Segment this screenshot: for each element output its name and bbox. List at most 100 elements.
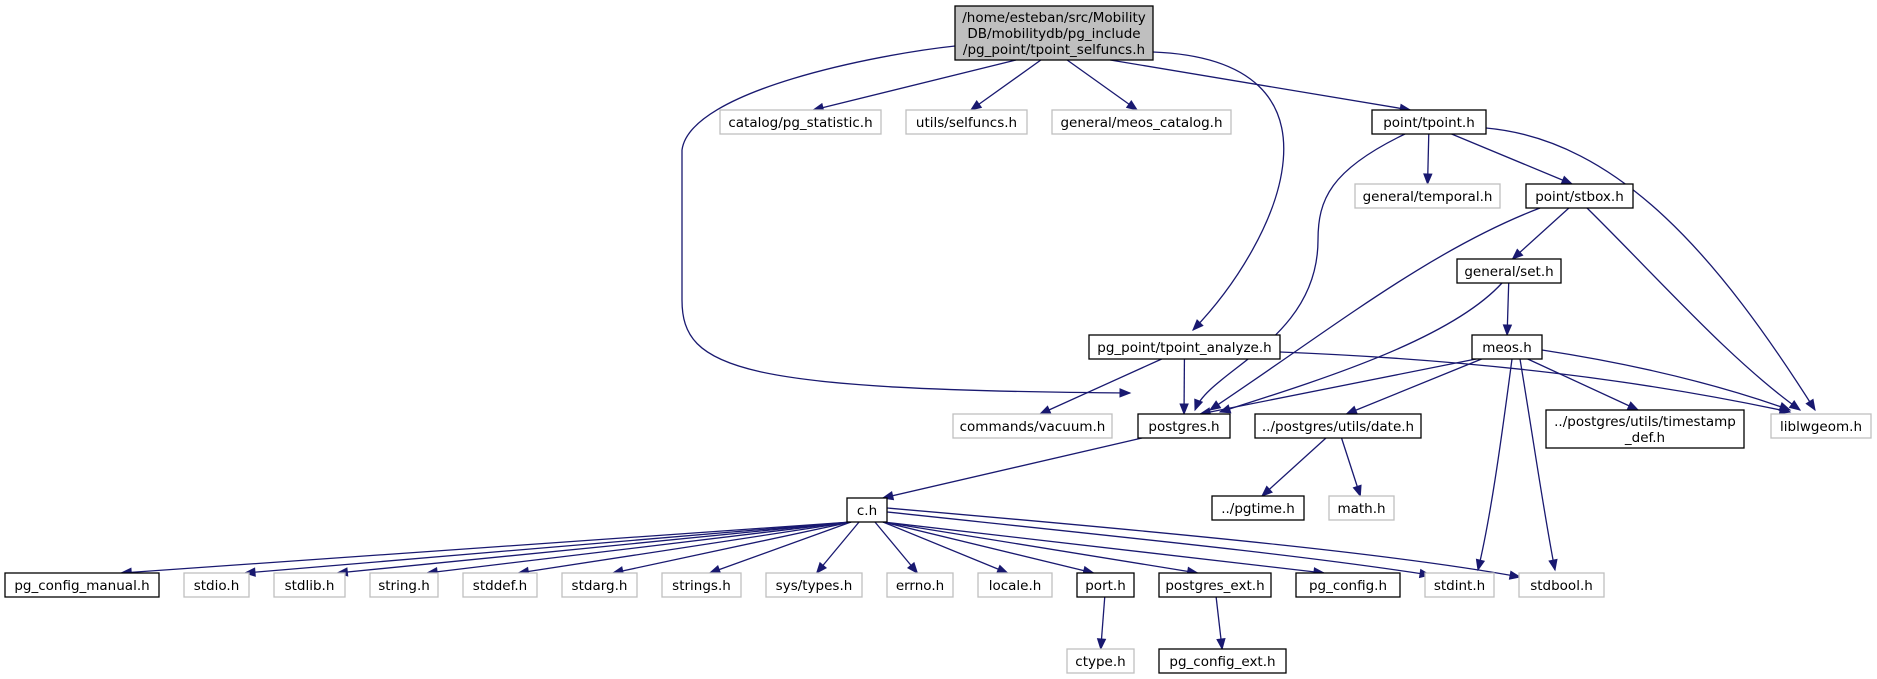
- node-label: ../postgres/utils/timestamp: [1554, 414, 1736, 430]
- edge-c-to-stdlib: [336, 521, 852, 577]
- node-label: stdlib.h: [285, 578, 335, 594]
- node-postgres_ext[interactable]: postgres_ext.h: [1158, 572, 1272, 598]
- node-date[interactable]: ../postgres/utils/date.h: [1254, 413, 1422, 439]
- node-set[interactable]: general/set.h: [1456, 258, 1562, 284]
- node-stddef[interactable]: stddef.h: [462, 572, 538, 598]
- node-box: [1371, 109, 1487, 135]
- node-box: [1051, 109, 1232, 135]
- arrow-head: [1179, 403, 1189, 416]
- node-selfuncs[interactable]: utils/selfuncs.h: [905, 109, 1028, 135]
- edge-line: [337, 521, 852, 574]
- node-box: [1088, 334, 1281, 360]
- edge-meos-to-date: [1345, 358, 1482, 415]
- edge-line: [970, 59, 1042, 111]
- node-label: strings.h: [672, 578, 731, 594]
- node-stdio[interactable]: stdio.h: [183, 572, 250, 598]
- node-label: utils/selfuncs.h: [916, 115, 1017, 131]
- edge-tpoint_analyze-to-vacuum: [1038, 358, 1162, 415]
- node-box: [1158, 648, 1287, 674]
- node-liblwgeom[interactable]: liblwgeom.h: [1770, 413, 1872, 439]
- node-label: general/meos_catalog.h: [1060, 115, 1222, 131]
- edge-meos-to-postgres: [1198, 358, 1477, 417]
- node-postgres[interactable]: postgres.h: [1137, 413, 1231, 439]
- node-label: pg_config_ext.h: [1169, 654, 1275, 670]
- edge-set-to-meos: [1502, 282, 1513, 337]
- node-stdbool[interactable]: stdbool.h: [1518, 572, 1605, 598]
- edge-line: [1477, 358, 1513, 571]
- node-label: postgres_ext.h: [1165, 578, 1264, 594]
- edge-line: [1519, 358, 1556, 571]
- node-pg_config_ext[interactable]: pg_config_ext.h: [1158, 648, 1287, 674]
- node-math[interactable]: math.h: [1328, 495, 1395, 521]
- node-box: [1211, 495, 1305, 521]
- edge-line: [427, 521, 852, 574]
- edge-line: [882, 521, 1094, 574]
- node-box: [4, 572, 160, 598]
- node-tpoint[interactable]: point/tpoint.h: [1371, 109, 1487, 135]
- arrow-head: [1423, 173, 1433, 186]
- node-root[interactable]: /home/esteban/src/MobilityDB/mobilitydb/…: [954, 5, 1154, 61]
- edge-line: [874, 521, 918, 574]
- node-box: [1471, 334, 1543, 360]
- node-box: [1525, 183, 1634, 209]
- node-stdlib[interactable]: stdlib.h: [273, 572, 346, 598]
- node-label: stdio.h: [194, 578, 240, 594]
- node-stbox[interactable]: point/stbox.h: [1525, 183, 1634, 209]
- arrow-head: [1194, 398, 1204, 412]
- node-box: [719, 109, 882, 135]
- node-box: [1137, 413, 1231, 439]
- edge-c-to-pg_config_manual: [119, 521, 852, 577]
- edge-line: [886, 511, 1431, 576]
- node-box: [1158, 572, 1272, 598]
- node-label: sys/types.h: [776, 578, 853, 594]
- node-label: locale.h: [989, 578, 1042, 594]
- edge-tpoint-to-postgres: [1194, 133, 1406, 412]
- edge-root-to-tpoint: [1110, 59, 1412, 113]
- node-tpoint_analyze[interactable]: pg_point/tpoint_analyze.h: [1088, 334, 1281, 360]
- node-label: stdbool.h: [1530, 578, 1593, 594]
- node-label: liblwgeom.h: [1780, 419, 1862, 435]
- edge-line: [1346, 358, 1482, 415]
- node-label: c.h: [857, 503, 877, 519]
- edge-line: [882, 521, 1325, 574]
- node-box: [561, 572, 638, 598]
- edge-c-to-stdint: [886, 511, 1432, 579]
- node-pg_config_manual[interactable]: pg_config_manual.h: [4, 572, 160, 598]
- edge-c-to-postgres_ext: [882, 521, 1199, 576]
- node-strings[interactable]: strings.h: [661, 572, 742, 598]
- node-vacuum[interactable]: commands/vacuum.h: [952, 413, 1113, 439]
- edge-line: [1152, 51, 1285, 331]
- node-pgtime[interactable]: ../pgtime.h: [1211, 495, 1305, 521]
- file-nodes: /home/esteban/src/MobilityDB/mobilitydb/…: [4, 5, 1872, 674]
- node-c[interactable]: c.h: [846, 497, 888, 523]
- node-temporal[interactable]: general/temporal.h: [1354, 183, 1501, 209]
- node-errno[interactable]: errno.h: [886, 572, 954, 598]
- node-label: pg_config.h: [1309, 578, 1387, 594]
- edge-line: [886, 507, 1521, 578]
- edge-line: [816, 521, 860, 574]
- node-string[interactable]: string.h: [369, 572, 439, 598]
- arrow-head: [906, 561, 919, 575]
- edge-stbox-to-set: [1511, 207, 1570, 260]
- edge-postgres-to-c: [881, 437, 1143, 501]
- edge-line: [1066, 59, 1138, 111]
- arrow-head: [1805, 398, 1816, 412]
- node-meos[interactable]: meos.h: [1471, 334, 1543, 360]
- node-systypes[interactable]: sys/types.h: [765, 572, 863, 598]
- node-meos_catalog[interactable]: general/meos_catalog.h: [1051, 109, 1232, 135]
- node-ctype[interactable]: ctype.h: [1066, 648, 1135, 674]
- node-stdint[interactable]: stdint.h: [1424, 572, 1495, 598]
- edge-date-to-pgtime: [1261, 437, 1327, 497]
- edge-root-to-selfuncs: [969, 59, 1042, 111]
- node-label: point/tpoint.h: [1383, 115, 1475, 131]
- node-stdarg[interactable]: stdarg.h: [561, 572, 638, 598]
- arrow-head: [969, 100, 983, 111]
- edge-line: [882, 521, 1008, 574]
- node-pg_config[interactable]: pg_config.h: [1295, 572, 1401, 598]
- node-box: [1076, 572, 1135, 598]
- node-timestamp_def[interactable]: ../postgres/utils/timestamp_def.h: [1545, 409, 1745, 449]
- arrow-head: [1125, 100, 1139, 111]
- node-port[interactable]: port.h: [1076, 572, 1135, 598]
- node-locale[interactable]: locale.h: [977, 572, 1053, 598]
- node-pg_statistic[interactable]: catalog/pg_statistic.h: [719, 109, 882, 135]
